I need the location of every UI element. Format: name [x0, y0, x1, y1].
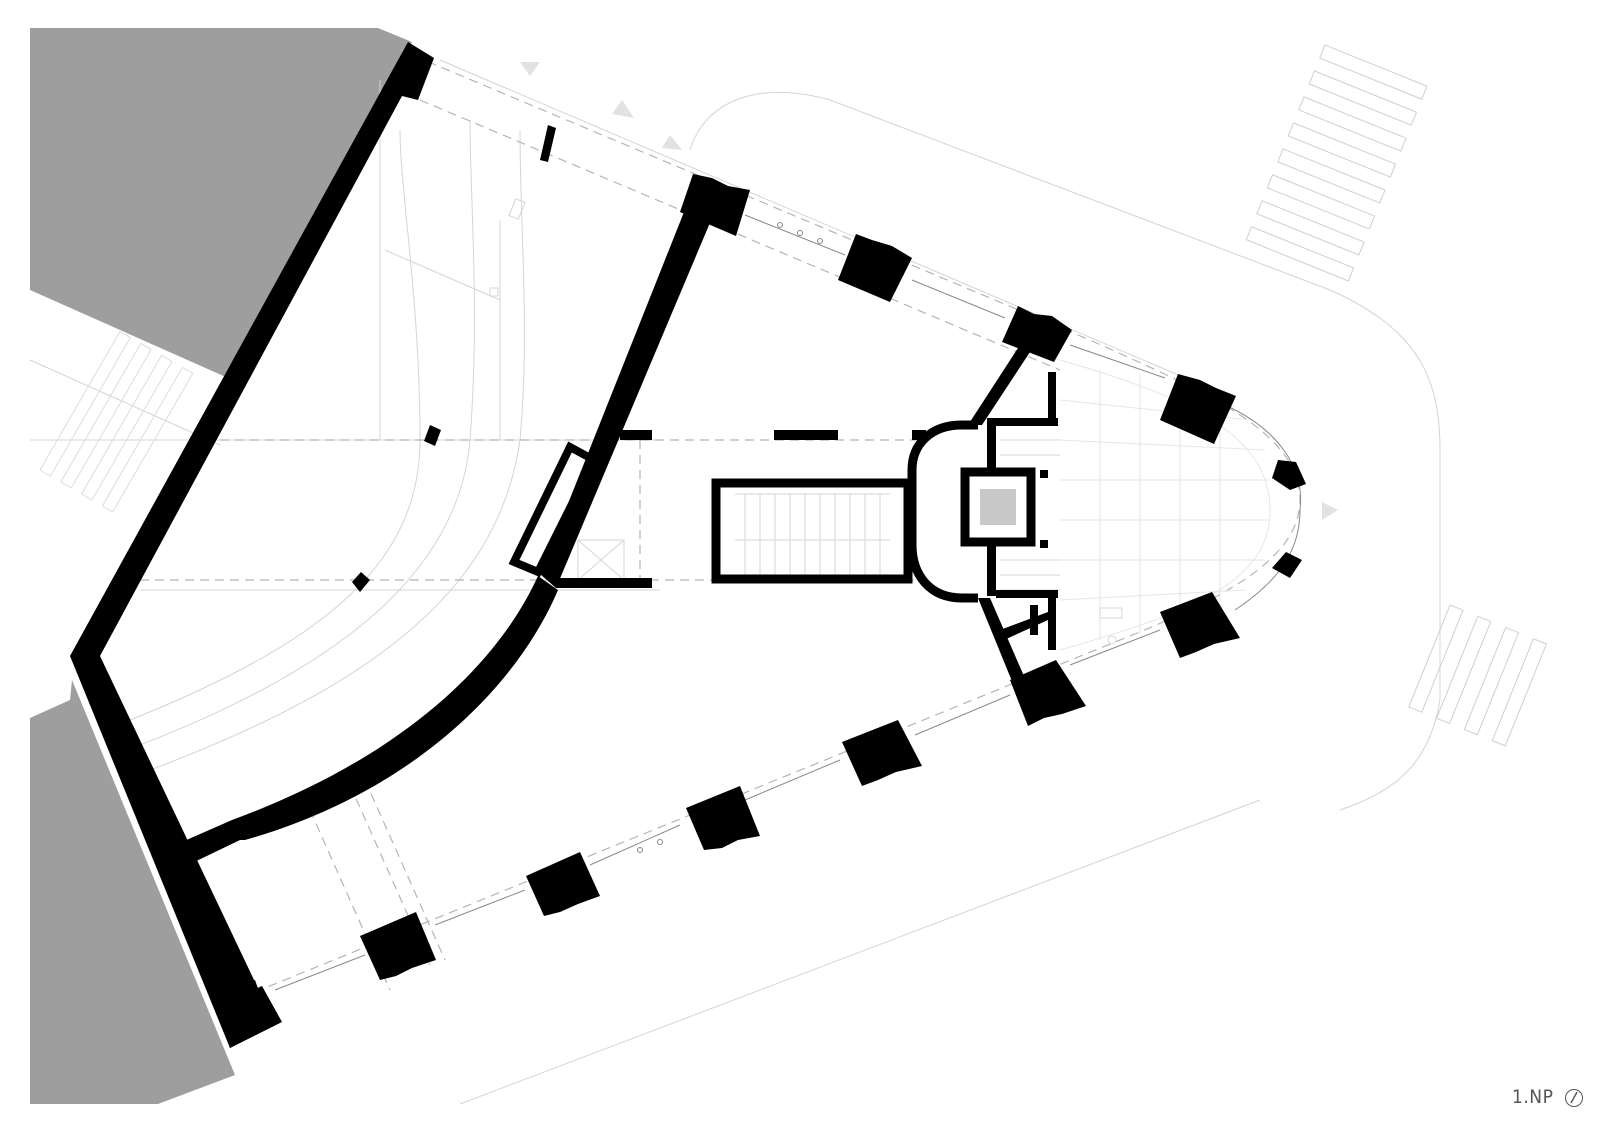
column-a [540, 125, 556, 162]
head-block [907, 348, 1058, 696]
door-jamb-2 [1040, 540, 1048, 548]
entry-marker-east [1322, 502, 1338, 520]
head-wall-f [1048, 598, 1056, 650]
pier-north-2 [838, 234, 912, 302]
main-staircase [735, 493, 890, 575]
column-b [424, 425, 441, 446]
reception-desk [1099, 607, 1123, 619]
facade-glazing [274, 214, 1302, 991]
entry-marker-1 [520, 62, 540, 76]
entry-marker-2 [612, 100, 634, 118]
footpath-edge-west [29, 359, 221, 446]
pedestrian-crossing-west [39, 330, 194, 513]
pier-south-1 [1010, 660, 1086, 726]
floor-label: 1.NP [1512, 1086, 1554, 1108]
wc-wall [1000, 612, 1048, 640]
south-passage-2 [349, 784, 431, 966]
facade-piers [216, 174, 1306, 1048]
wall-west-south [70, 656, 275, 1048]
pier-south-2 [842, 720, 922, 786]
overhang-north-inner [419, 99, 1061, 371]
footpath-edge-north [439, 59, 1191, 381]
south-passage-3 [364, 779, 446, 961]
pier-north-3 [1002, 306, 1072, 362]
pier-east-3 [1272, 552, 1302, 578]
arc-line-2 [139, 119, 475, 746]
corridor-wall-4 [912, 430, 926, 440]
head-diag-north [968, 348, 1030, 425]
grid-line-1 [384, 249, 501, 301]
interior-details [577, 359, 1271, 651]
rounded-core-wall [907, 420, 978, 603]
utility-box [508, 198, 526, 220]
curb-line-north [689, 91, 1441, 811]
south-passage-1 [309, 809, 391, 991]
wall-interior-curve [175, 576, 558, 866]
neighbour-building-north [30, 28, 412, 378]
head-wall-a [987, 418, 996, 474]
lift-car [980, 489, 1016, 525]
wall-west-north [70, 42, 434, 656]
pier-east-2 [1272, 460, 1306, 490]
entry-markers [520, 62, 1338, 520]
pedestrian-crossing-east [1408, 604, 1548, 747]
corridor-wall-1 [620, 430, 652, 440]
pier-south-3 [686, 786, 760, 850]
arc-line-1 [129, 129, 421, 721]
pier-south-4 [526, 852, 600, 916]
column-mark [1107, 635, 1117, 645]
neighbour-buildings [30, 28, 412, 1104]
pier-south-5 [360, 912, 436, 980]
foyer-floor-grid [1059, 359, 1271, 651]
entry-marker-3 [662, 135, 682, 150]
lift-shaft-wall [960, 467, 1036, 547]
glazing-dots [637, 222, 823, 853]
wc-wall-2 [1030, 605, 1038, 635]
corridor-wall-3 [556, 578, 652, 588]
head-diag-south [978, 598, 1030, 696]
arc-line-3 [149, 129, 525, 771]
head-wall-b [987, 540, 996, 596]
pier-east-1 [1160, 374, 1236, 444]
north-arrow-icon [1565, 1089, 1583, 1107]
pier-south-6 [216, 986, 282, 1048]
utility-box-2 [489, 287, 499, 297]
narrow-shaft-wall [508, 441, 600, 578]
walls [70, 42, 926, 1048]
head-wall-d [996, 590, 1058, 598]
head-wall-e [1048, 372, 1056, 420]
door-jamb-1 [1040, 470, 1048, 478]
pier-north-1 [680, 174, 750, 236]
pedestrian-crossing-north-east [1245, 44, 1428, 282]
pier-east-4 [1160, 592, 1240, 658]
corridor-wall-2 [774, 430, 838, 440]
column-c [352, 572, 370, 592]
neighbour-building-south [30, 680, 235, 1104]
curb-line-south [459, 799, 1261, 1105]
head-wall-c [996, 418, 1058, 426]
wall-interior-diagonal [540, 202, 712, 588]
